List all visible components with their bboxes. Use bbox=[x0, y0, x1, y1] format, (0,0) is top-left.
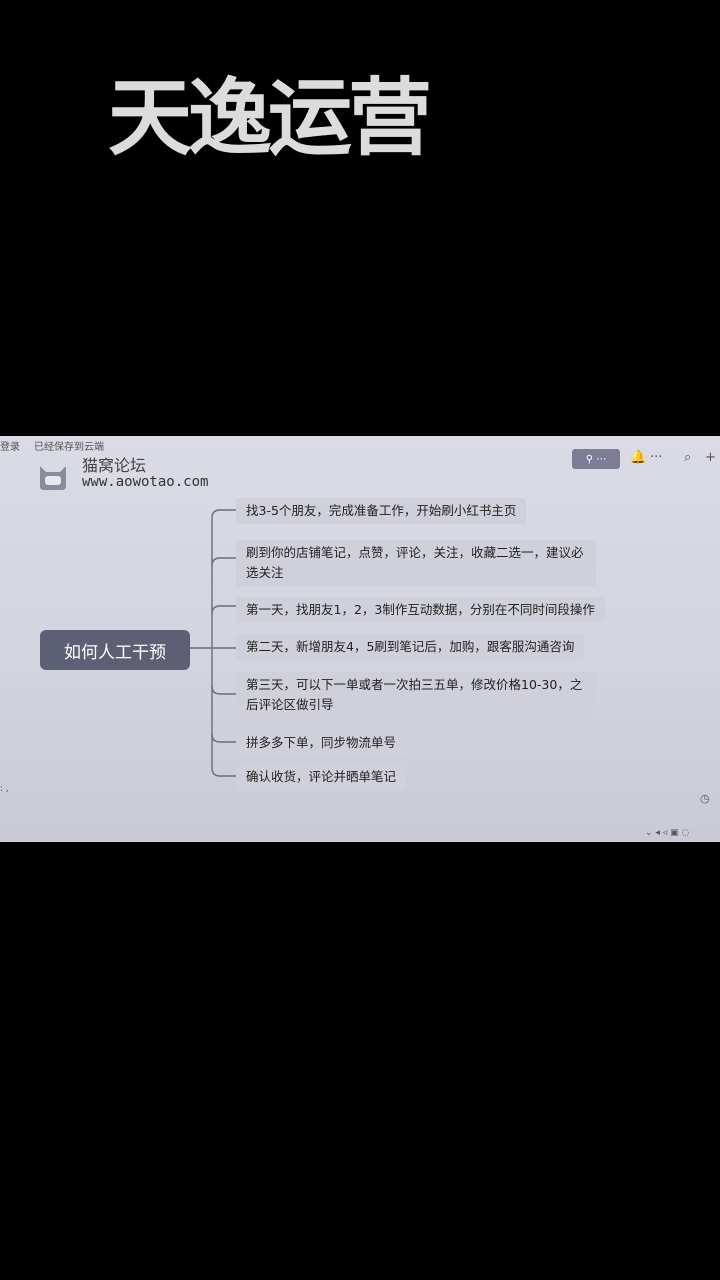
tab-login[interactable]: 登录 bbox=[0, 442, 20, 453]
root-label: 如何人工干预 bbox=[64, 642, 166, 663]
mindmap-branch-3[interactable]: 第一天，找朋友1，2，3制作互动数据，分别在不同时间段操作 bbox=[236, 597, 605, 623]
overlay-title: 天逸运营 bbox=[108, 69, 432, 167]
system-tray-icons: ⌄ ◂ ◃ ▣ ◌ bbox=[645, 828, 690, 838]
edge-marks: : , bbox=[0, 784, 9, 794]
mindmap-branch-6[interactable]: 拼多多下单，同步物流单号 bbox=[236, 730, 407, 756]
brand-name: 猫窝论坛 bbox=[82, 456, 147, 475]
mindmap-branch-5[interactable]: 第三天，可以下一单或者一次拍三五单，修改价格10-30，之后评论区做引导 bbox=[236, 672, 598, 718]
search-icon[interactable]: ⌕ bbox=[684, 450, 692, 465]
saved-status: 已经保存到云端 bbox=[34, 442, 104, 453]
mindmap-screen: 登录 已经保存到云端 猫窝论坛 www.aowotao.com ⚲ ⋯ 🔔 ··… bbox=[0, 436, 720, 842]
mindmap-connectors bbox=[190, 509, 236, 777]
mindmap-root-node[interactable]: 如何人工干预 bbox=[40, 630, 190, 670]
add-icon[interactable]: + bbox=[705, 450, 716, 465]
cat-logo-icon bbox=[36, 458, 70, 492]
share-button[interactable]: ⚲ ⋯ bbox=[572, 449, 620, 469]
bell-icon[interactable]: 🔔 bbox=[630, 450, 647, 465]
mindmap-branch-2[interactable]: 刷到你的店铺笔记，点赞，评论，关注，收藏二选一，建议必选关注 bbox=[236, 540, 596, 586]
more-icon[interactable]: ··· bbox=[650, 450, 663, 465]
clock-icon[interactable]: ◷ bbox=[700, 792, 710, 805]
mindmap-branch-4[interactable]: 第二天，新增朋友4，5刷到笔记后，加购，跟客服沟通咨询 bbox=[236, 634, 585, 660]
mindmap-branch-1[interactable]: 找3-5个朋友，完成准备工作，开始刷小红书主页 bbox=[236, 498, 527, 524]
share-label: ⚲ ⋯ bbox=[585, 453, 607, 465]
mindmap-branch-7[interactable]: 确认收货，评论并晒单笔记 bbox=[236, 764, 407, 790]
brand-url: www.aowotao.com bbox=[82, 474, 209, 490]
